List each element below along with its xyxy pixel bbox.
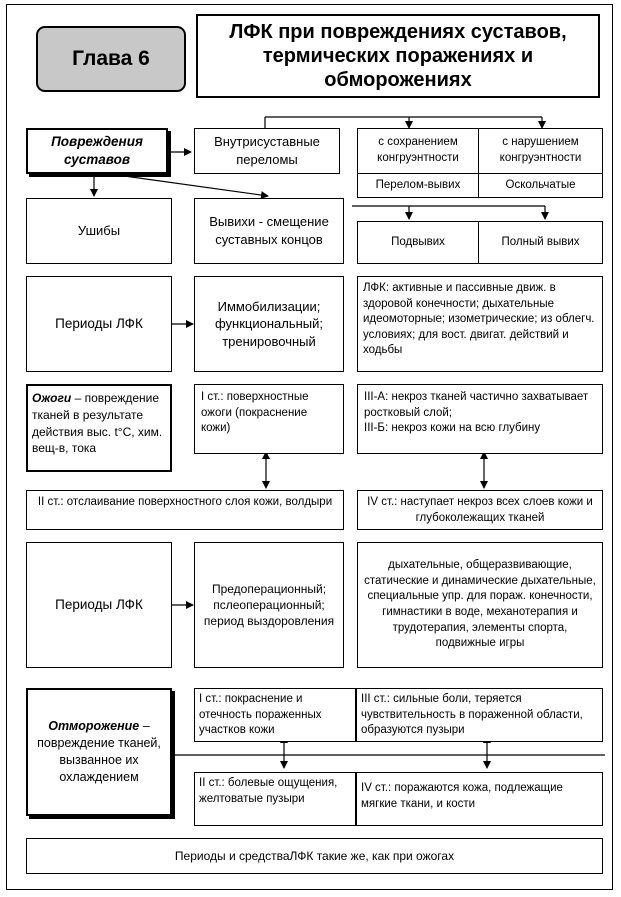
burns-periods-text: Предоперационный; пслеоперационный; пери… xyxy=(194,542,344,668)
joints-heading: Повреждения суставов xyxy=(26,128,168,174)
burns-st4-text: наступает некроз всех слоев кожи и глубо… xyxy=(397,496,593,524)
page-title: ЛФК при повреждениях суставов, термическ… xyxy=(229,21,567,91)
chip-fracture-box: Оскольчатые xyxy=(478,173,603,198)
burns-periods-label: Периоды ЛФК xyxy=(26,542,172,668)
frostbite-st2-text: болевые ощущения, желтоватые пузыри xyxy=(199,777,338,805)
burns-st1-label: I ст.: xyxy=(201,391,224,403)
frostbite-footer: Периоды и средстваЛФК такие же, как при … xyxy=(26,838,603,874)
frostbite-st2-label: II ст.: xyxy=(199,777,225,789)
burns-st3b-label: III-Б: xyxy=(364,422,389,435)
burns-st2-box: II ст.: отслаивание поверхностного слоя … xyxy=(26,490,344,530)
joints-periods-label: Периоды ЛФК xyxy=(26,276,172,372)
arrow-joints-to-dislocations xyxy=(109,173,269,199)
joints-periods-text: Иммобилизации; функциональный; тренирово… xyxy=(194,276,344,372)
title-frame xyxy=(196,14,600,98)
bruises-box: Ушибы xyxy=(26,198,172,264)
with-congruence-box: с сохранением конгруэнтности xyxy=(357,128,479,174)
frostbite-st3-label: III ст.: xyxy=(361,693,390,705)
chapter-badge: Глава 6 xyxy=(36,26,186,92)
burns-st4-box: IV ст.: наступает некроз всех слоев кожи… xyxy=(357,490,603,530)
burns-means-text: дыхательные, общеразвивающие, статически… xyxy=(357,542,603,668)
full-dislocation-box: Полный вывих xyxy=(478,221,603,264)
frostbite-st4-label: IV ст.: xyxy=(361,782,392,794)
frostbite-st2-box: II ст.: болевые ощущения, желтоватые пуз… xyxy=(194,772,356,826)
fracture-dislocation-box: Перелом-вывих xyxy=(357,173,479,198)
burns-st1-text: поверхностные ожоги (покраснение кожи) xyxy=(201,391,309,435)
burns-st2-text: отслаивание поверхностного слоя кожи, во… xyxy=(63,496,333,508)
burns-st4-label: IV ст.: xyxy=(367,496,398,508)
dislocations-box: Вывихи - смещение суставных концов xyxy=(194,198,344,264)
frostbite-st4-box: IV ст.: поражаются кожа, подлежащие мягк… xyxy=(356,772,603,826)
frostbite-definition: – повреждение тканей, вызванное их охлаж… xyxy=(37,719,161,784)
without-congruence-box: с нарушением конгруэнтности xyxy=(478,128,603,174)
burns-st3a-label: III-А: xyxy=(364,391,389,403)
burns-st3-box: III-А: некроз тканей частично захватывае… xyxy=(357,384,603,454)
burns-st2-label: II ст.: xyxy=(37,496,64,508)
frostbite-st1-box: I ст.: покраснение и отечность пораженны… xyxy=(194,688,356,742)
burns-definition: – повреждение тканей в результате действ… xyxy=(32,391,163,456)
frostbite-st4-text: поражаются кожа, подлежащие мягкие ткани… xyxy=(361,782,563,810)
subluxation-box: Подвывих xyxy=(357,221,479,264)
frostbite-st3-text: сильные боли, теряется чувствительность … xyxy=(361,693,583,737)
intra-fractures-box: Внутрисуставные переломы xyxy=(194,128,340,174)
frostbite-st3-box: III ст.: сильные боли, теряется чувствит… xyxy=(356,688,603,742)
joints-lfk-text: ЛФК: активные и пассивные движ. в здоров… xyxy=(357,276,603,372)
burns-st1-box: I ст.: поверхностные ожоги (покраснение … xyxy=(194,384,344,454)
frostbite-st1-label: I ст.: xyxy=(199,693,222,705)
burns-st3a-text: некроз тканей частично захватывает ростк… xyxy=(364,391,589,419)
outer-frame xyxy=(6,4,613,890)
frostbite-definition-box: Отморожение – повреждение тканей, вызван… xyxy=(26,688,172,816)
frostbite-st1-text: покраснение и отечность пораженных участ… xyxy=(199,693,322,737)
frostbite-heading: Отморожение xyxy=(48,719,140,734)
burns-st3b-text: некроз кожи на всю глубину xyxy=(388,422,541,435)
burns-heading: Ожоги xyxy=(32,391,72,405)
burns-definition-box: Ожоги – повреждение тканей в результате … xyxy=(26,384,172,472)
